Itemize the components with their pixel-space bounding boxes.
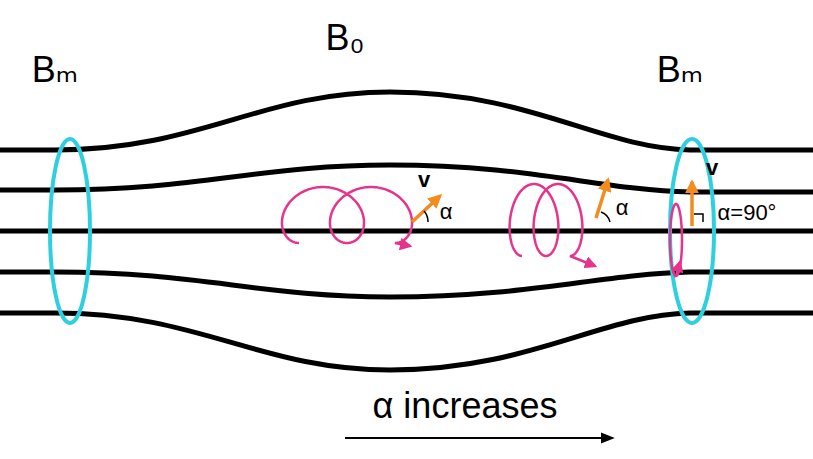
pitch-angle-label: α=90°: [718, 202, 777, 224]
pitch-angle-label: α: [440, 201, 453, 223]
velocity-arrow: [690, 182, 694, 226]
direction-arrow: [345, 437, 612, 439]
center-field-label: B₀: [326, 20, 365, 56]
velocity-label: v: [418, 169, 430, 191]
velocity-arrow: [412, 196, 440, 222]
mirror-field-label: Bₘ: [32, 52, 78, 88]
particle-gyration: [510, 184, 595, 266]
field-line: [0, 92, 813, 150]
trend-caption: α increases: [373, 388, 558, 424]
angle-arc: [601, 212, 610, 222]
field-line: [0, 229, 813, 234]
velocity-label: v: [706, 157, 718, 179]
particle-gyration: [282, 187, 412, 246]
angle-arc: [424, 211, 428, 222]
field-lines: [0, 92, 813, 370]
mirror-field-label: Bₘ: [657, 52, 703, 88]
right-angle-mark: [694, 214, 703, 222]
field-line: [0, 272, 813, 297]
mirror-coil: [50, 139, 90, 323]
particle-gyration: [670, 204, 682, 276]
pitch-angle-label: α: [616, 197, 629, 219]
